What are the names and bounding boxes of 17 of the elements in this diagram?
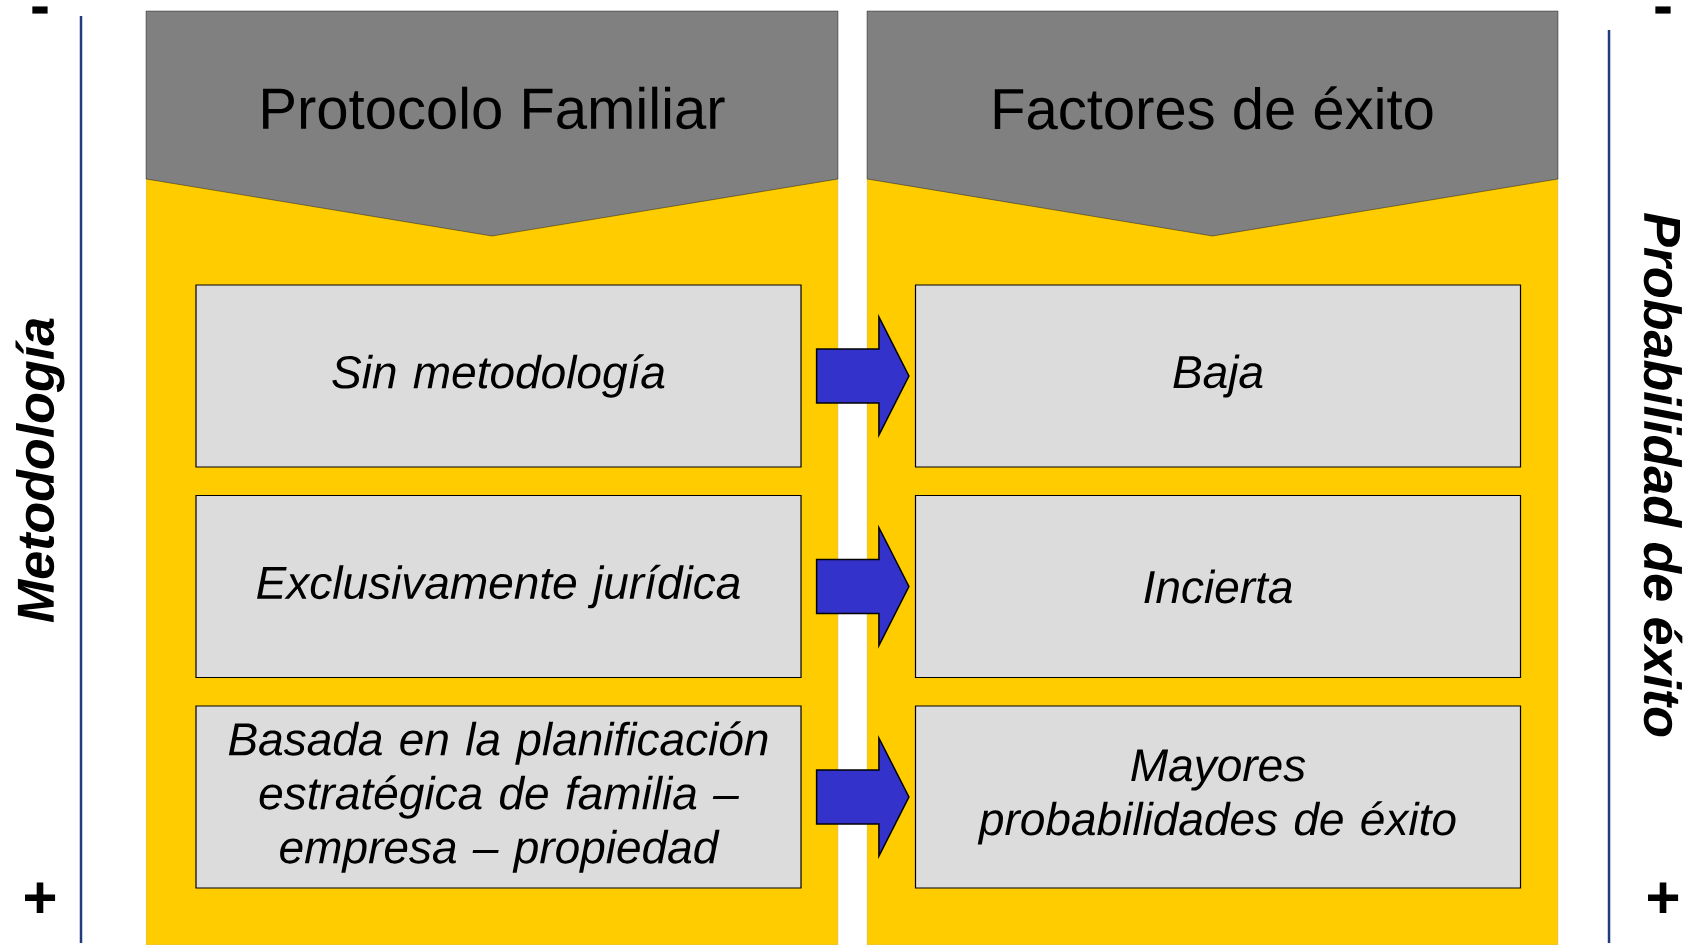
axis-end-sign: + (1648, 882, 1679, 913)
block-arrow (815, 313, 910, 439)
block-arrow (815, 524, 910, 649)
block-arrow (815, 734, 910, 860)
axis-end-sign: - (32, 6, 48, 14)
info-box: Exclusivamente jurídica (195, 494, 802, 679)
node-label: Factores de éxito (994, 86, 1433, 130)
axis-end-sign: - (1655, 6, 1671, 14)
axis-end-sign: + (25, 882, 56, 913)
info-box: Baja (914, 284, 1522, 468)
node-label: Protocolo Familiar (263, 86, 725, 130)
axis-title: Probabilidad de éxito (1643, 213, 1683, 737)
info-box: Incierta (914, 494, 1522, 679)
axis-title: Metodología (15, 318, 65, 623)
info-box: Sin metodología (195, 284, 802, 468)
info-box: Basada en la planificación estratégica de familia – empresa – propiedad (195, 705, 802, 889)
info-box: Mayores probabilidades de éxito (914, 705, 1522, 889)
